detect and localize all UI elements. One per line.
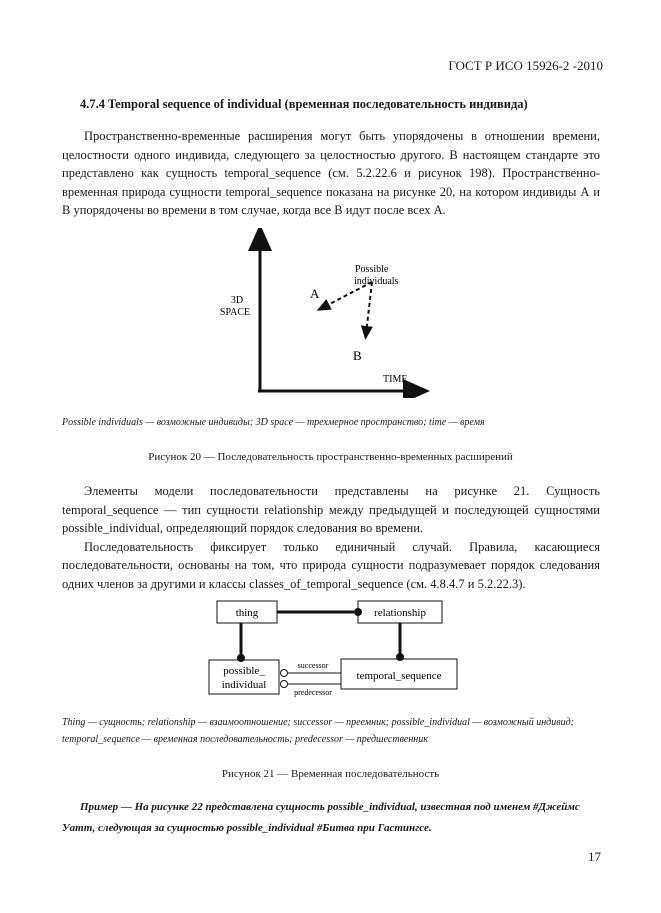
document-header: ГОСТ Р ИСО 15926-2 -2010 bbox=[448, 58, 603, 73]
figure-20-legend: Possible individuals — возможные индивид… bbox=[62, 417, 485, 428]
page-number: 17 bbox=[588, 849, 601, 864]
paragraph-1: Пространственно-временные расширения мог… bbox=[62, 129, 600, 217]
thing-label: thing bbox=[236, 607, 259, 619]
individual-label: individual bbox=[222, 679, 267, 691]
point-a-label: A bbox=[310, 286, 320, 301]
figure-21-legend: Thing — сущность; relationship — взаимоо… bbox=[62, 717, 574, 745]
successor-label: successor bbox=[298, 661, 329, 670]
possible-label: possible_ bbox=[223, 665, 265, 677]
figure-20-diagram: 3D SPACE TIME Possible individuals A B bbox=[220, 228, 430, 398]
link-dot-possible bbox=[237, 654, 245, 662]
paragraph-block-2: Элементы модели последовательности предс… bbox=[62, 482, 600, 593]
axis-x-label-time: TIME bbox=[383, 374, 407, 385]
link-dot-relationship bbox=[354, 608, 362, 616]
paragraph-2: Элементы модели последовательности предс… bbox=[62, 484, 600, 535]
figure-21-caption: Рисунок 21 — Временная последовательност… bbox=[221, 768, 440, 780]
point-b-label: B bbox=[353, 348, 362, 363]
axis-y-label-space: SPACE bbox=[220, 307, 250, 318]
possible-label: Possible bbox=[355, 264, 389, 275]
individuals-label: individuals bbox=[354, 276, 399, 287]
section-heading: 4.7.4 Temporal sequence of individual (в… bbox=[80, 97, 528, 111]
figure-20-caption: Рисунок 20 — Последовательность простран… bbox=[148, 451, 513, 463]
successor-circle bbox=[280, 669, 288, 677]
figure-21-diagram: thing relationship possible_ individual … bbox=[208, 600, 458, 697]
axis-y-label-3d: 3D bbox=[231, 295, 243, 306]
predecessor-circle bbox=[280, 680, 288, 688]
paragraph-intro: Пространственно-временные расширения мог… bbox=[62, 127, 600, 220]
temporal-sequence-box bbox=[340, 658, 458, 690]
arrow-to-a bbox=[316, 281, 373, 311]
example-note: Пример — На рисунке 22 представлена сущн… bbox=[62, 801, 580, 834]
arrow-to-b bbox=[360, 281, 373, 340]
predecessor-label: predecessor bbox=[294, 688, 332, 697]
paragraph-3: Последовательность фиксирует только един… bbox=[62, 539, 600, 591]
relationship-label: relationship bbox=[374, 607, 426, 619]
link-dot-temporal bbox=[396, 653, 404, 661]
temporal-sequence-label: temporal_sequence bbox=[357, 670, 442, 682]
